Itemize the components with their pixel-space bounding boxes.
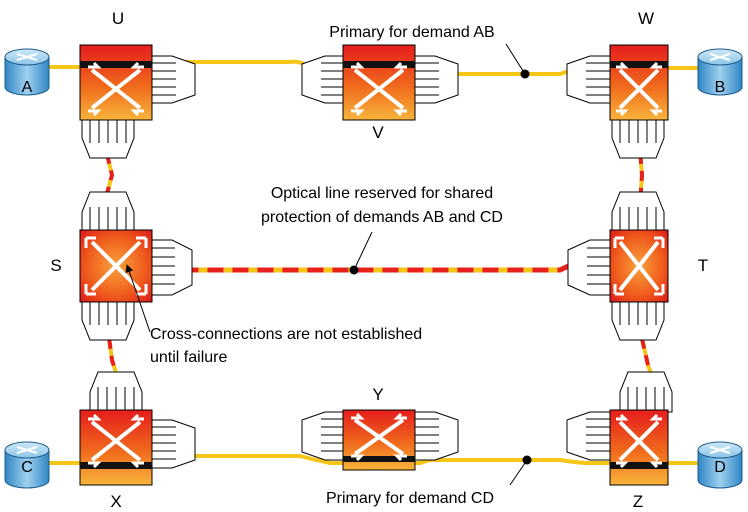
switch-w xyxy=(609,44,669,121)
router-b: B xyxy=(697,48,743,96)
node-label-x: X xyxy=(110,492,121,511)
router-b-label: B xyxy=(715,79,726,96)
switch-s xyxy=(79,229,153,303)
port-fan-t-top xyxy=(611,191,665,233)
router-c: C xyxy=(4,441,50,489)
switch-v xyxy=(342,44,416,121)
router-a: A xyxy=(4,48,50,96)
port-fans xyxy=(81,55,673,469)
node-label-v: V xyxy=(372,123,384,142)
annotation-reserved-line-2: protection of demands AB and CD xyxy=(261,209,503,226)
shared-protection-line xyxy=(159,255,599,273)
callouts xyxy=(125,43,532,486)
port-fan-s-top xyxy=(81,191,135,233)
annotation-cross-conn-2: until failure xyxy=(150,349,227,366)
port-fan-v-left xyxy=(301,55,346,104)
port-fan-y-right xyxy=(414,411,459,461)
labels: U W V S T Y X Z Primary for demand AB Pr… xyxy=(50,9,708,511)
annotation-cross-conn-1: Cross-connections are not established xyxy=(150,326,422,343)
switch-u xyxy=(79,44,153,121)
port-fan-s-right xyxy=(151,239,193,296)
port-fan-w-bottom xyxy=(611,117,665,159)
annotation-primary-cd: Primary for demand CD xyxy=(326,490,494,507)
port-fan-v-right xyxy=(414,55,459,104)
port-fan-u-right xyxy=(151,55,196,104)
node-label-s: S xyxy=(50,256,61,275)
cross-conn-leader xyxy=(125,264,151,333)
annotation-primary-ab: Primary for demand AB xyxy=(329,24,494,41)
port-fan-s-bottom xyxy=(81,299,135,341)
port-fan-t-bottom xyxy=(611,299,665,341)
switch-t xyxy=(609,229,669,303)
node-label-t: T xyxy=(698,256,708,275)
annotation-reserved-line-1: Optical line reserved for shared xyxy=(271,185,493,202)
node-label-u: U xyxy=(112,9,124,28)
node-label-z: Z xyxy=(633,492,643,511)
port-fan-y-left xyxy=(301,411,346,461)
port-fan-x-top xyxy=(89,371,143,413)
port-fan-z-top xyxy=(619,371,673,413)
router-a-label: A xyxy=(22,79,33,96)
switch-y xyxy=(342,409,416,471)
router-d-label: D xyxy=(714,459,726,476)
switch-x xyxy=(79,409,153,486)
node-label-w: W xyxy=(638,9,654,28)
port-fan-z-left xyxy=(566,411,611,461)
switch-z xyxy=(609,409,669,486)
port-fan-x-right xyxy=(151,419,196,469)
port-fan-u-bottom xyxy=(81,117,135,159)
port-fan-t-left xyxy=(567,239,611,296)
router-d: D xyxy=(697,441,743,489)
router-c-label: C xyxy=(21,459,33,476)
node-label-y: Y xyxy=(372,385,383,404)
port-fan-w-left xyxy=(566,55,611,104)
